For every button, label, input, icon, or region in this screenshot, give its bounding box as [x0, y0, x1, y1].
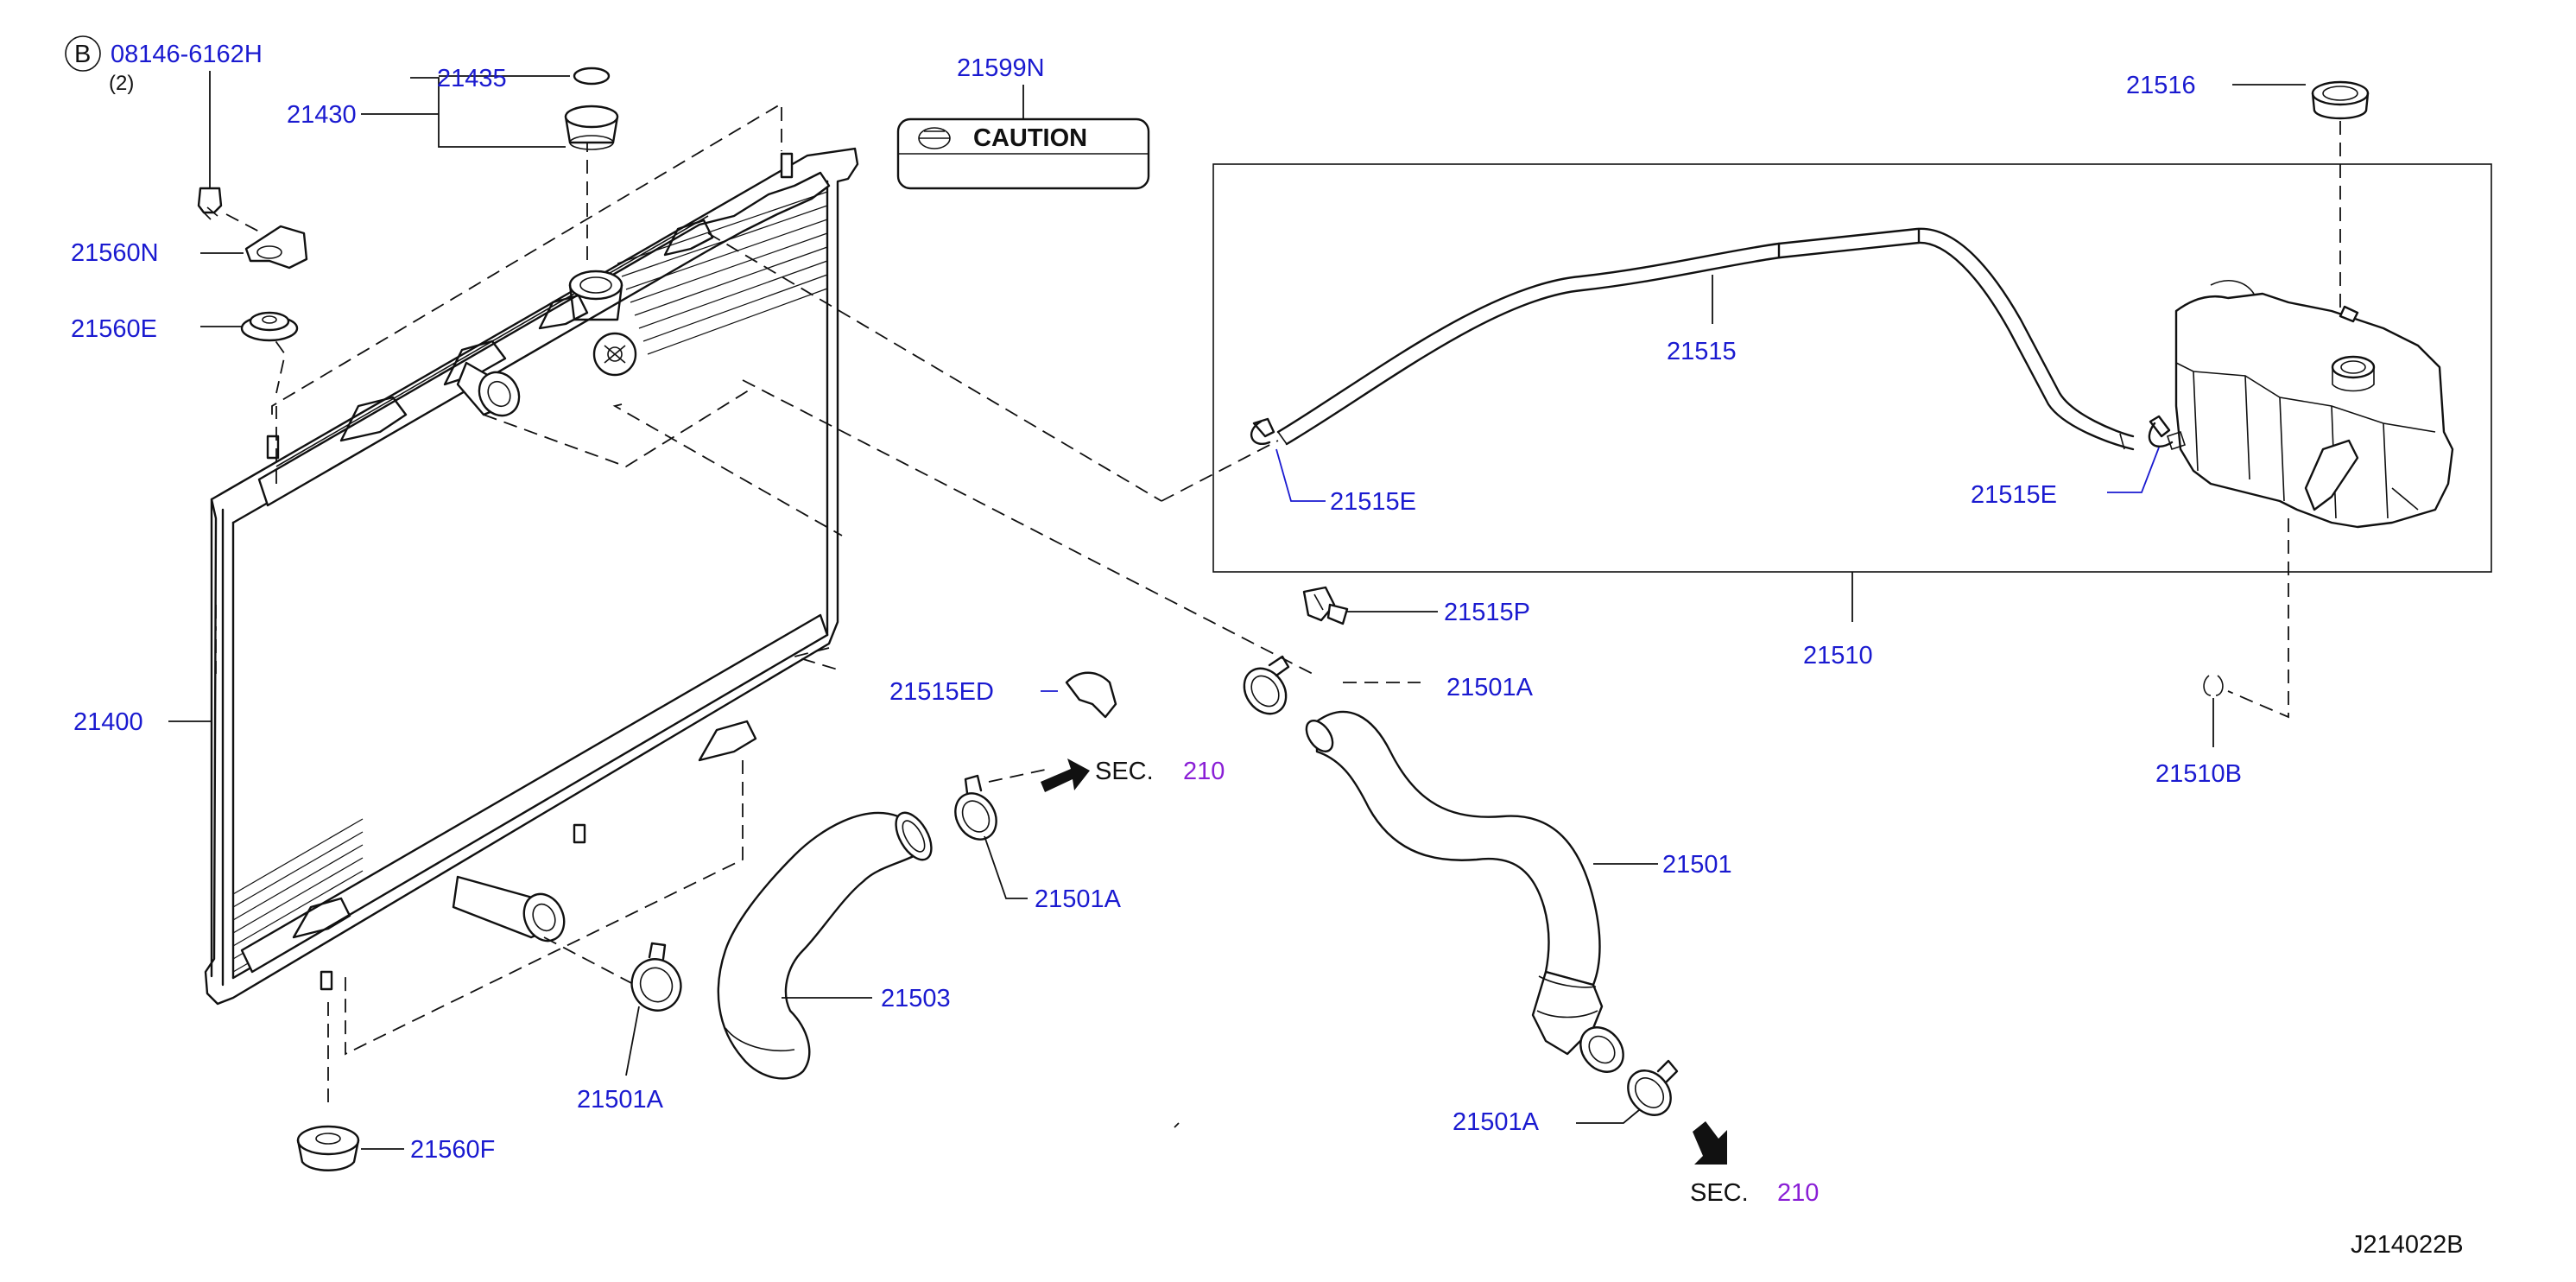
label-21503: 21503: [881, 985, 951, 1012]
caution-label-21599N: 21599N CAUTION: [896, 54, 1150, 190]
label-21515E-right: 21515E: [1971, 481, 2057, 509]
clamp-sec-upper: 21501A: [954, 774, 1122, 913]
diagram-id: J214022B: [2351, 1231, 2464, 1259]
grommet-21560E: 21560E: [71, 311, 299, 343]
label-21515E-left: 21515E: [1330, 488, 1416, 516]
reservoir-tank: [2166, 280, 2454, 529]
upper-hose-21501: 21501: [1305, 710, 1732, 1073]
label-21515: 21515: [1667, 338, 1737, 365]
leader-dashes: [215, 102, 2341, 1128]
label-21501A-bottom: 21501A: [1453, 1108, 1540, 1136]
label-21400: 21400: [73, 708, 143, 736]
reservoir-box: [1212, 163, 2492, 622]
caution-text: CAUTION: [973, 124, 1087, 152]
clamp-bottom-right: 21501A: [1453, 1059, 1679, 1136]
label-21599N: 21599N: [957, 54, 1045, 82]
radiator-assembly: [204, 147, 859, 1006]
overflow-hose-21515: 21515: [1276, 227, 2135, 451]
bracket-21510B: 21510B: [2155, 675, 2242, 788]
label-21501A-top: 21501A: [1446, 674, 1534, 701]
sec-ref-top: SEC. 210: [1041, 758, 1225, 792]
label-21515ED: 21515ED: [889, 678, 994, 706]
clip-21515P: 21515P: [1302, 586, 1530, 626]
bolt-callout: B 08146-6162H (2): [65, 35, 263, 220]
label-21516: 21516: [2126, 72, 2196, 99]
label-21435: 21435: [437, 65, 507, 92]
hose-clip-left: 21515E: [1250, 417, 1416, 516]
lower-hose-21503: 21503: [717, 811, 951, 1080]
label-21560F: 21560F: [410, 1136, 495, 1164]
label-21510B: 21510B: [2155, 760, 2242, 788]
label-21430: 21430: [287, 101, 357, 129]
reservoir-cap-21516: 21516: [2126, 72, 2370, 120]
bolt-part-number: 08146-6162H: [111, 41, 263, 68]
label-21515P: 21515P: [1444, 599, 1530, 626]
sec-number-top: 210: [1183, 758, 1225, 785]
grommet-21560F: 21560F: [296, 1125, 495, 1171]
clamp-lower-left: 21501A: [577, 942, 682, 1114]
label-21501A-low: 21501A: [577, 1086, 664, 1114]
label-21501: 21501: [1662, 851, 1732, 879]
label-21560N: 21560N: [71, 239, 159, 267]
sec-ref-bottom: SEC. 210: [1690, 1121, 1819, 1207]
radiator-cap: 21435 21430: [287, 65, 619, 150]
hose-clip-right: 21515E: [1971, 415, 2174, 509]
sec-prefix-bottom: SEC.: [1690, 1179, 1749, 1207]
clip-21515ED: 21515ED: [889, 671, 1117, 719]
radiator-label: 21400: [73, 708, 212, 736]
clamp-upper: 21501A: [1243, 655, 1534, 715]
label-21510: 21510: [1803, 642, 1873, 670]
sec-prefix-top: SEC.: [1095, 758, 1154, 785]
sec-number-bottom: 210: [1777, 1179, 1819, 1207]
bolt-quantity: (2): [109, 72, 134, 95]
bolt-circle-letter: B: [74, 41, 91, 68]
label-21560E: 21560E: [71, 315, 157, 343]
label-21501A-mid: 21501A: [1035, 885, 1122, 913]
bracket-21560N: 21560N: [71, 213, 308, 270]
